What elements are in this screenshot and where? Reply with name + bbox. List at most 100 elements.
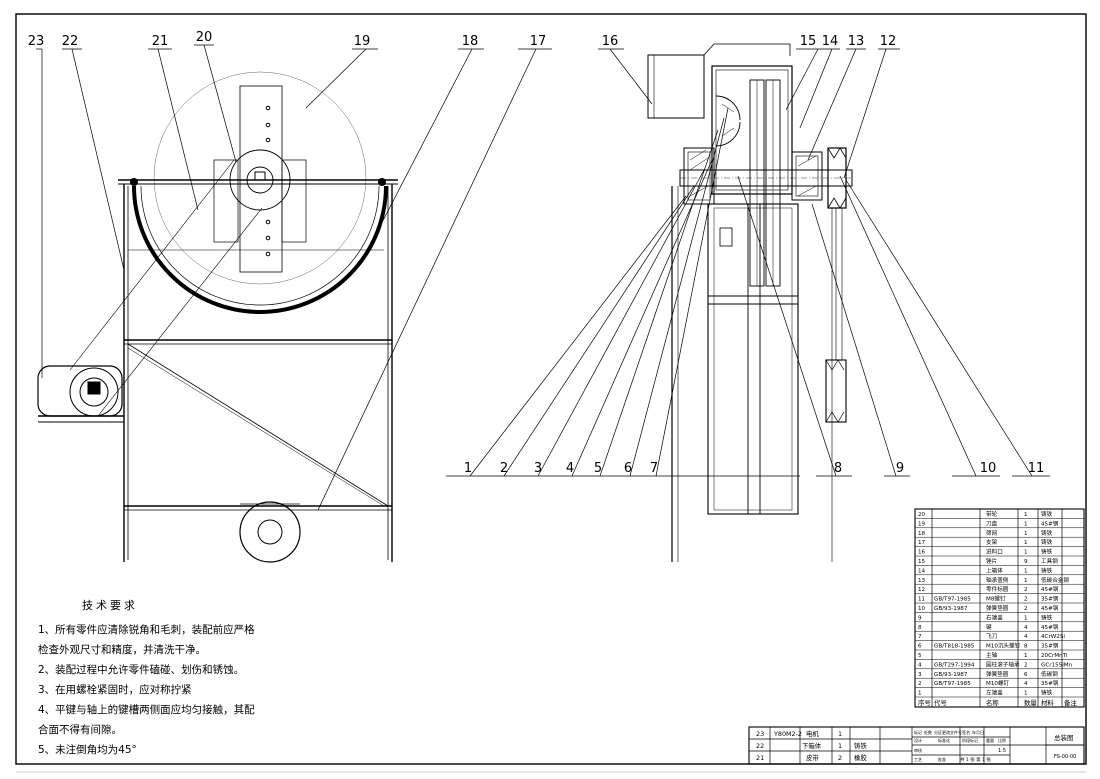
bom-row-13-no: 13 bbox=[918, 578, 926, 584]
small-bom-row-23-no: 23 bbox=[756, 730, 764, 738]
bom-row-12-name: 零件标圈 bbox=[986, 585, 1009, 593]
bom-header-name: 名称 bbox=[986, 698, 999, 707]
bom-row-4-code: GB/T297-1994 bbox=[934, 662, 975, 668]
bom-row-4-qty: 2 bbox=[1024, 662, 1028, 668]
tb-label-date: 年月日 bbox=[972, 729, 984, 735]
bom-row-7-no: 7 bbox=[918, 634, 922, 640]
bom-row-17-name: 支架 bbox=[986, 538, 998, 546]
callout-5: 5 bbox=[594, 461, 602, 476]
bom-row-7-mat: 4CrW2Si bbox=[1041, 634, 1065, 640]
callout-1: 1 bbox=[464, 461, 472, 476]
bom-row-2-name: M10螺钉 bbox=[986, 679, 1010, 687]
tb-label-approve: 批准 bbox=[938, 756, 946, 762]
cutter-disc bbox=[153, 71, 367, 285]
bom-row-9-mat: 铸铁 bbox=[1041, 613, 1053, 621]
bom-row-5-qty: 1 bbox=[1024, 653, 1028, 659]
tb-label-zone: 分区 bbox=[934, 729, 942, 735]
bom-row-12-qty: 2 bbox=[1024, 587, 1028, 593]
bom-row-15-name: 锤片 bbox=[986, 557, 998, 565]
small-bom-row-23-name: 电机 bbox=[806, 729, 819, 738]
bom-row-16-qty: 1 bbox=[1024, 550, 1028, 556]
bom-row-14-no: 14 bbox=[918, 568, 926, 574]
bom-row-2-code: GB/T97-1985 bbox=[934, 681, 971, 687]
side-view bbox=[647, 43, 853, 562]
drawing-border bbox=[15, 13, 1087, 765]
callout-4: 4 bbox=[566, 461, 574, 476]
small-bom-row-21-mat: 橡胶 bbox=[854, 753, 867, 762]
tb-label-mark: 标记 bbox=[914, 729, 922, 735]
bom-row-19-mat: 45#钢 bbox=[1041, 519, 1059, 527]
screen-mesh bbox=[132, 185, 388, 314]
bom-row-4-name: 圆柱滚子轴承 bbox=[986, 660, 1020, 668]
bom-row-5-no: 5 bbox=[918, 653, 922, 659]
callout-11: 11 bbox=[1028, 461, 1045, 476]
bom-row-20-mat: 铸铁 bbox=[1041, 510, 1053, 518]
leader-lines bbox=[36, 44, 1050, 511]
drawing-code: FS-00-00 bbox=[1054, 754, 1076, 760]
callout-17: 17 bbox=[530, 34, 547, 49]
tb-label-review: 审核 bbox=[914, 747, 922, 753]
bom-row-16-no: 16 bbox=[918, 550, 926, 556]
tech-req-title: 技术要求 bbox=[82, 599, 138, 612]
bom-row-10-mat: 45#钢 bbox=[1041, 604, 1059, 612]
bom-row-1-qty: 1 bbox=[1024, 691, 1028, 697]
bom-row-10-no: 10 bbox=[918, 606, 926, 612]
bom-row-8-no: 8 bbox=[918, 625, 922, 631]
tb-label-change: 更改文件号 bbox=[942, 729, 962, 735]
bom-row-5-name: 主轴 bbox=[986, 651, 998, 659]
bom-row-1-no: 1 bbox=[918, 691, 922, 697]
bom-row-16-name: 进料口 bbox=[986, 548, 1003, 556]
bom-row-9-no: 9 bbox=[918, 615, 922, 621]
callout-19: 19 bbox=[354, 34, 371, 49]
bom-row-17-qty: 1 bbox=[1024, 540, 1028, 546]
small-bom-row-22-name: 下箱体 bbox=[802, 741, 822, 750]
callout-13: 13 bbox=[848, 34, 865, 49]
bom-row-17-mat: 铸铁 bbox=[1041, 538, 1053, 546]
bom-row-10-name: 弹簧垫圈 bbox=[986, 604, 1009, 612]
small-bom-table: 23 Y80M2-2 电机 1 22 下箱体 1 铸铁 21 皮带 2 橡胶 bbox=[756, 729, 867, 762]
tech-req-line-1b: 检查外观尺寸和精度，并清洗干净。 bbox=[38, 644, 206, 656]
tech-req-line-2: 2、装配过程中允许零件磕碰、划伤和锈蚀。 bbox=[38, 664, 245, 676]
bom-row-11-no: 11 bbox=[918, 597, 926, 603]
wheel bbox=[239, 501, 301, 563]
bom-row-3-mat: 低碳钢 bbox=[1041, 670, 1058, 678]
tb-label-count: 处数 bbox=[924, 729, 932, 735]
bom-row-19-name: 刀盘 bbox=[986, 519, 998, 527]
motor bbox=[37, 365, 124, 423]
bom-row-6-name: M10沉头螺钉 bbox=[986, 642, 1021, 650]
bom-row-3-qty: 6 bbox=[1024, 672, 1028, 678]
bom-row-3-no: 3 bbox=[918, 672, 922, 678]
callout-16: 16 bbox=[602, 34, 619, 49]
small-bom-row-21-qty: 2 bbox=[838, 754, 842, 762]
bom-row-20-name: 带轮 bbox=[986, 510, 998, 518]
bom-row-14-mat: 铸铁 bbox=[1041, 566, 1053, 574]
bom-row-6-qty: 8 bbox=[1024, 644, 1028, 650]
callout-7: 7 bbox=[650, 461, 658, 476]
callout-22: 22 bbox=[62, 34, 79, 49]
bom-header-code: 代号 bbox=[934, 698, 947, 707]
callout-21: 21 bbox=[152, 34, 169, 49]
bom-row-13-mat: 低碳合金钢 bbox=[1041, 576, 1069, 584]
small-bom-row-21-no: 21 bbox=[756, 754, 764, 762]
small-bom-row-21-name: 皮带 bbox=[806, 753, 819, 762]
callout-9: 9 bbox=[896, 461, 904, 476]
small-bom-row-23-code: Y80M2-2 bbox=[773, 730, 802, 738]
bom-row-15-no: 15 bbox=[918, 559, 926, 565]
bom-row-2-qty: 4 bbox=[1024, 681, 1028, 687]
callout-14: 14 bbox=[822, 34, 839, 49]
bom-row-3-code: GB/93-1987 bbox=[934, 672, 968, 678]
belt bbox=[69, 159, 235, 371]
bom-row-11-qty: 2 bbox=[1024, 597, 1028, 603]
tech-req-line-1: 1、所有零件应清除锐角和毛刺，装配前应严格 bbox=[38, 624, 255, 636]
bom-row-1-mat: 铸铁 bbox=[1041, 689, 1053, 697]
small-bom-row-22-no: 22 bbox=[756, 742, 764, 750]
bom-row-20-qty: 1 bbox=[1024, 512, 1028, 518]
bom-row-12-mat: 45#钢 bbox=[1041, 585, 1059, 593]
small-bom-row-22-mat: 铸铁 bbox=[854, 741, 867, 750]
callout-6: 6 bbox=[624, 461, 632, 476]
tb-label-standard: 标准化 bbox=[938, 737, 950, 743]
bom-row-8-mat: 45#钢 bbox=[1041, 623, 1059, 631]
callout-3: 3 bbox=[534, 461, 542, 476]
